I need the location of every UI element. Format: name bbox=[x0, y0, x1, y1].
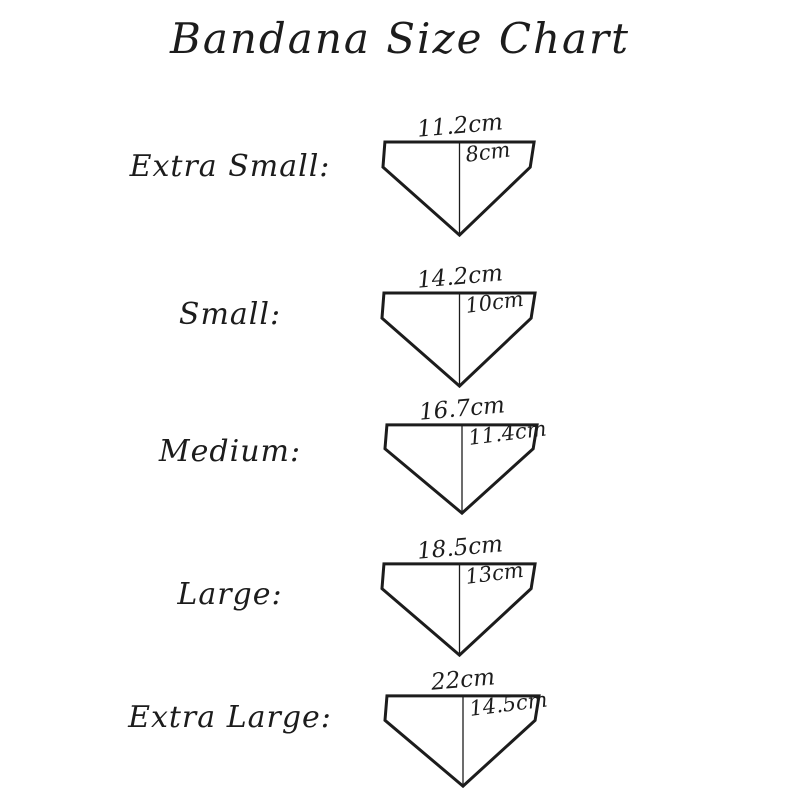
bandana-shape-icon bbox=[381, 291, 538, 388]
size-label-extra-large: Extra Large: bbox=[128, 700, 332, 735]
width-measurement: 18.5cm bbox=[415, 531, 504, 565]
width-measurement: 16.7cm bbox=[418, 392, 506, 426]
bandana-diagram-extra-large: 22cm 14.5cm bbox=[384, 664, 549, 788]
bandana-diagram-extra-small: 11.2cm 8cm bbox=[382, 109, 537, 237]
bandana-diagram-large: 18.5cm 13cm bbox=[381, 531, 538, 657]
bandana-diagram-small: 14.2cm 10cm bbox=[381, 260, 538, 388]
size-label-medium: Medium: bbox=[158, 434, 302, 469]
bandana-shape-icon bbox=[382, 140, 537, 237]
width-measurement: 22cm bbox=[430, 664, 496, 696]
bandana-diagram-medium: 16.7cm 11.4cm bbox=[384, 392, 547, 515]
size-label-large: Large: bbox=[177, 577, 283, 612]
width-measurement: 11.2cm bbox=[415, 109, 504, 143]
page-title: Bandana Size Chart bbox=[169, 14, 631, 63]
size-label-extra-small: Extra Small: bbox=[129, 149, 331, 184]
width-measurement: 14.2cm bbox=[415, 260, 504, 294]
size-label-small: Small: bbox=[178, 297, 282, 332]
bandana-shape-icon bbox=[381, 562, 538, 657]
bandana-shape-icon bbox=[384, 423, 540, 515]
bandana-shape-icon bbox=[384, 694, 542, 788]
